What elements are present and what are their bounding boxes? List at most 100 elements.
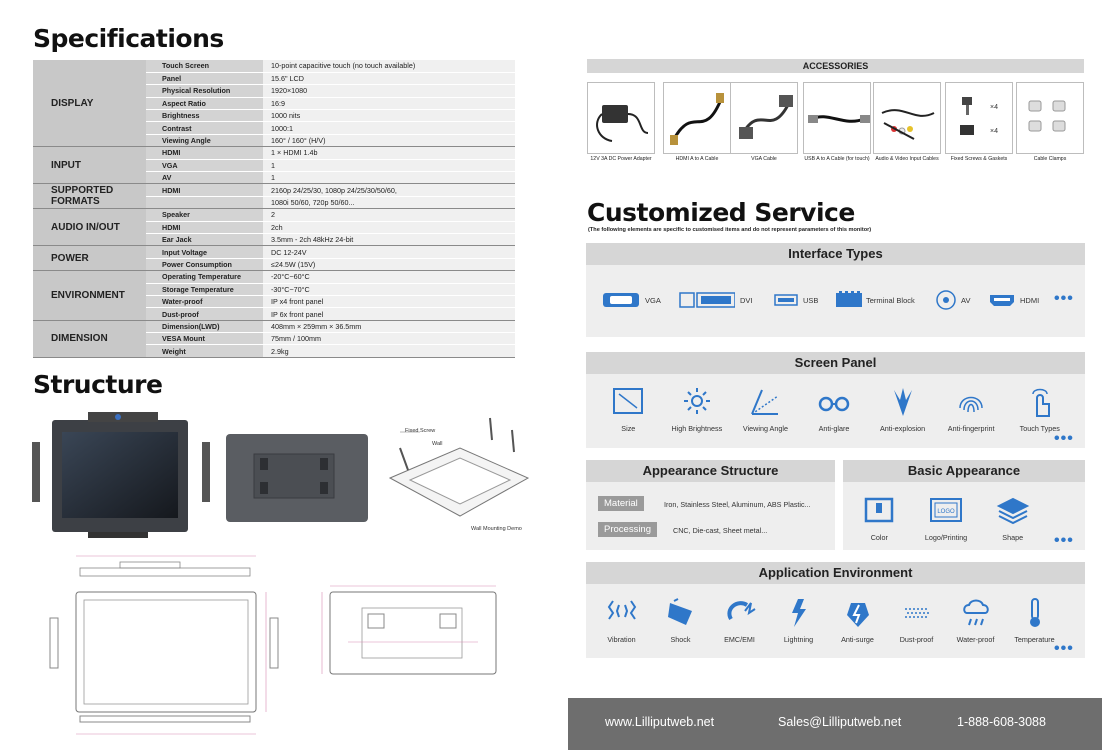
- power-adapter-icon: [596, 105, 649, 142]
- screen-panel-label: Viewing Angle: [742, 424, 788, 433]
- spec-value: -30°C~70°C: [263, 283, 515, 296]
- spec-category: DISPLAY: [33, 60, 146, 148]
- spec-category: INPUT: [33, 146, 146, 185]
- accessory-item: [1016, 82, 1084, 154]
- application-environment-label: Temperature: [1014, 635, 1055, 644]
- spec-value: IP 6x front panel: [263, 307, 515, 321]
- application-environment-item: EMC/EMI: [710, 597, 769, 644]
- footer-phone[interactable]: 1-888-608-3088: [957, 715, 1046, 729]
- anti-surge-icon: [846, 603, 869, 627]
- application-environment-label: Dust-proof: [899, 635, 934, 644]
- accessory-item: [803, 82, 871, 154]
- application-environment-item: Dust-proof: [887, 597, 946, 644]
- application-environment-panel: [586, 584, 1085, 658]
- application-environment-item: Water-proof: [946, 597, 1005, 644]
- basic-appearance-label: Shape: [1002, 533, 1024, 542]
- vga-port-icon: [603, 293, 639, 307]
- accessory-item: [587, 82, 655, 154]
- screen-panel-label: Anti-glare: [818, 424, 850, 433]
- application-environment-label: Lightning: [783, 635, 814, 644]
- accessory-item: [663, 82, 731, 154]
- screen-panel-label: Anti-explosion: [880, 424, 926, 433]
- customized-note: (The following elements are specific to …: [588, 227, 872, 233]
- usb-cable-icon: [808, 115, 870, 123]
- application-environment-label: Water-proof: [956, 635, 995, 644]
- anti-fingerprint-icon: [959, 396, 983, 413]
- application-environment-more[interactable]: •••: [1054, 640, 1074, 657]
- spec-value: 2: [263, 208, 515, 222]
- screen-panel-item: Anti-explosion: [868, 386, 937, 433]
- spec-key: Viewing Angle: [146, 134, 263, 148]
- spec-value: DC 12-24V: [263, 245, 515, 259]
- interface-label: DVI: [740, 296, 753, 305]
- screen-panel-label: Touch Types: [1019, 424, 1060, 433]
- accessories-header: ACCESSORIES: [587, 59, 1084, 73]
- spec-category: POWER: [33, 245, 146, 272]
- color-icon: [865, 497, 894, 523]
- cable-clamps-icon: [1028, 100, 1066, 132]
- dvi-port-icon: [679, 292, 735, 308]
- spec-key: Input Voltage: [146, 245, 263, 259]
- screen-panel-label: Anti-fingerprint: [947, 424, 995, 433]
- accessory-label: 12V 3A DC Power Adapter: [590, 156, 652, 162]
- interface-label: VGA: [645, 296, 661, 305]
- screws-quantity: ×4: [990, 104, 998, 111]
- wall-label: Wall: [432, 441, 443, 447]
- basic-appearance-item: Color: [846, 495, 913, 542]
- spec-key: [146, 196, 263, 210]
- basic-appearance-item: Shape: [979, 495, 1046, 542]
- water-proof-icon: [962, 599, 989, 626]
- application-environment-item: Anti-surge: [828, 597, 887, 644]
- footer-email-link[interactable]: Sales@Lilliputweb.net: [778, 715, 902, 729]
- application-environment-item: Lightning: [769, 597, 828, 644]
- interface-types-header: Interface Types: [586, 243, 1085, 265]
- spec-category: SUPPORTED FORMATS: [33, 183, 146, 210]
- interface-types-more[interactable]: •••: [1054, 290, 1074, 307]
- screen-panel-label: High Brightness: [671, 424, 723, 433]
- interface-label: Terminal Block: [866, 296, 915, 305]
- spec-key: Dust-proof: [146, 307, 263, 321]
- size-icon: [613, 388, 644, 414]
- anti-glare-icon: [818, 396, 850, 412]
- material-label: Material: [598, 496, 644, 511]
- screen-panel-more[interactable]: •••: [1054, 430, 1074, 447]
- spec-category: ENVIRONMENT: [33, 270, 146, 321]
- spec-key: Touch Screen: [146, 60, 263, 73]
- application-environment-label: EMC/EMI: [724, 635, 755, 644]
- spec-value: 1080i 50/60, 720p 50/60...: [263, 196, 515, 210]
- spec-row: Storage Temperature-30°C~70°C: [33, 283, 515, 296]
- spec-key: Brightness: [146, 109, 263, 123]
- accessory-label: USB A to A Cable (for touch): [804, 156, 870, 162]
- application-environment-item: Shock: [651, 597, 710, 644]
- application-environment-label: Shock: [670, 635, 691, 644]
- spec-key: Dimension(LWD): [146, 320, 263, 334]
- spec-key: VGA: [146, 159, 263, 173]
- spec-key: Panel: [146, 72, 263, 86]
- dust-proof-icon: [904, 608, 929, 618]
- footer-website-link[interactable]: www.Lilliputweb.net: [605, 715, 715, 729]
- basic-appearance-label: Color: [870, 533, 888, 542]
- spec-category: DIMENSION: [33, 320, 146, 358]
- vibration-icon: [607, 600, 636, 620]
- spec-key: Contrast: [146, 121, 263, 135]
- basic-appearance-label: Logo/Printing: [924, 533, 968, 542]
- screen-panel-item: High Brightness: [663, 386, 732, 433]
- basic-appearance-more[interactable]: •••: [1054, 532, 1074, 549]
- interface-label: HDMI: [1020, 296, 1040, 305]
- screen-panel-panel: [586, 374, 1085, 448]
- wall-mounting-image: [388, 417, 530, 517]
- terminal-block-icon: [836, 291, 862, 307]
- accessory-item: [945, 82, 1013, 154]
- spec-row: Power Consumption≤24.5W (15V): [33, 258, 515, 272]
- spec-value: 160° / 160° (H/V): [263, 134, 515, 148]
